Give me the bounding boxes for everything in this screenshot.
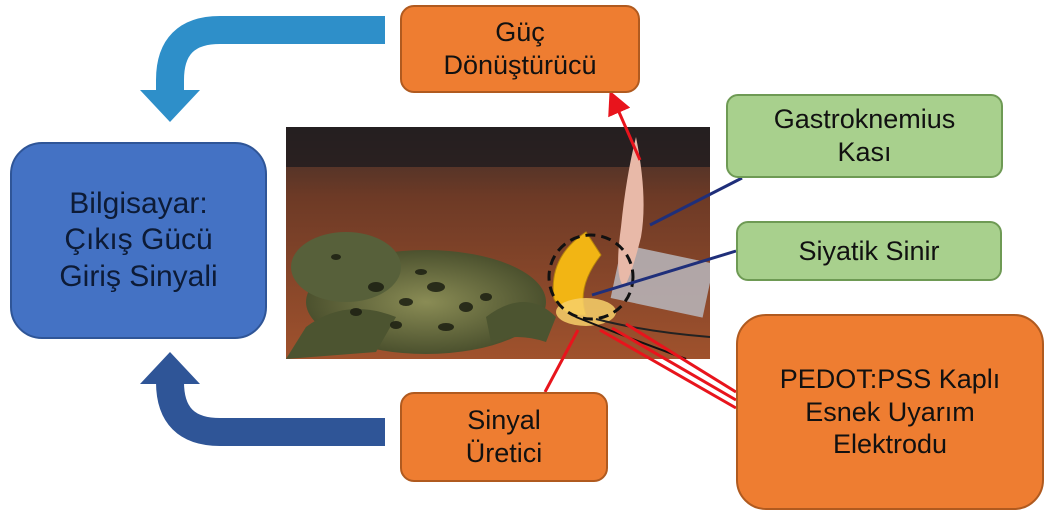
electrode-box: PEDOT:PSS Kaplı Esnek Uyarım Elektrodu xyxy=(736,314,1044,510)
signal-generator-box: Sinyal Üretici xyxy=(400,392,608,482)
signal-line-1: Sinyal xyxy=(467,404,541,437)
computer-line-3: Giriş Sinyali xyxy=(59,259,217,296)
top-flow-arrow xyxy=(140,30,385,122)
bottom-flow-arrow xyxy=(140,352,385,432)
nerve-box: Siyatik Sinir xyxy=(736,221,1002,281)
power-line-2: Dönüştürücü xyxy=(443,49,596,82)
electrode-line-1: PEDOT:PSS Kaplı xyxy=(780,363,1001,396)
muscle-line-1: Gastroknemius xyxy=(774,103,956,136)
signal-line-2: Üretici xyxy=(466,437,543,470)
computer-line-1: Bilgisayar: xyxy=(69,186,207,223)
frog-photo xyxy=(286,127,710,359)
computer-line-2: Çıkış Gücü xyxy=(64,222,212,259)
nerve-line-1: Siyatik Sinir xyxy=(798,235,939,268)
electrode-line-2: Esnek Uyarım xyxy=(805,396,975,429)
power-converter-box: Güç Dönüştürücü xyxy=(400,5,640,93)
computer-box: Bilgisayar: Çıkış Gücü Giriş Sinyali xyxy=(10,142,267,339)
electrode-line-3: Elektrodu xyxy=(833,428,947,461)
muscle-line-2: Kası xyxy=(837,136,891,169)
frog-photo-illustration xyxy=(286,127,710,359)
power-line-1: Güç xyxy=(495,16,545,49)
muscle-box: Gastroknemius Kası xyxy=(726,94,1003,178)
